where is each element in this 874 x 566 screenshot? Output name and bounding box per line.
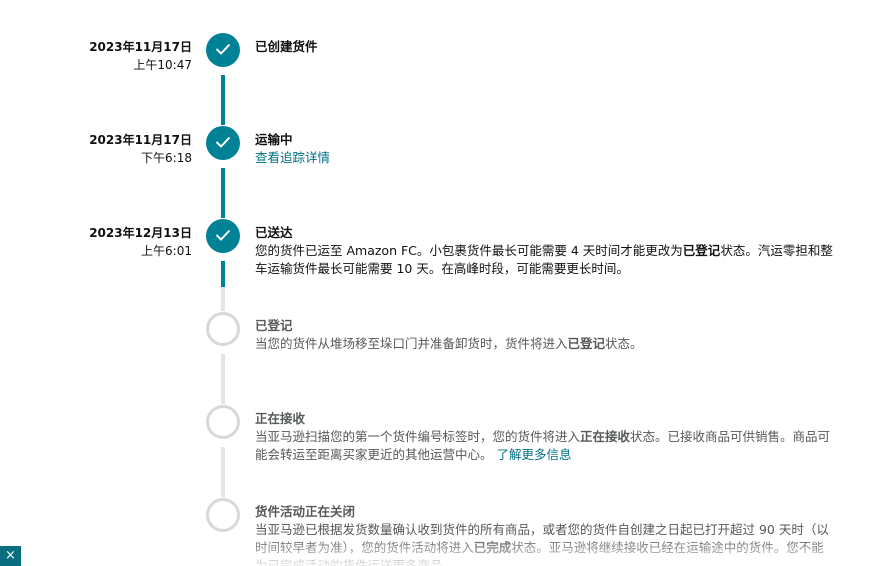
desc-text: 状态。 (605, 336, 643, 351)
desc-emphasis: 已登记 (682, 243, 721, 258)
pending-circle-icon (206, 498, 240, 532)
step-date: 2023年11月17日 (89, 40, 192, 54)
step-datetime: 2023年11月17日 上午10:47 (89, 38, 192, 74)
learn-more-link[interactable]: 了解更多信息 (496, 447, 572, 462)
timeline-connector (221, 447, 225, 497)
step-time: 下午6:18 (141, 151, 192, 165)
timeline-connector (221, 75, 225, 125)
desc-emphasis: 已完成 (473, 540, 512, 555)
desc-text: 当亚马逊扫描您的第一个货件编号标签时，您的货件将进入 (255, 429, 581, 444)
step-title: 货件活动正在关闭 (255, 504, 356, 519)
step-description: 当亚马逊已根据发货数量确认收到货件的所有商品，或者您的货件自创建之日起已打开超过… (255, 521, 835, 566)
timeline-connector (221, 354, 225, 404)
pending-circle-icon (206, 312, 240, 346)
step-title: 正在接收 (255, 411, 306, 426)
pending-circle-icon (206, 405, 240, 439)
step-datetime: 2023年12月13日 上午6:01 (89, 224, 192, 260)
timeline-connector (221, 261, 225, 287)
step-time: 上午6:01 (141, 244, 192, 258)
timeline-connector (221, 287, 225, 311)
step-description: 您的货件已运至 Amazon FC。小包裹货件最长可能需要 4 天时间才能更改为… (255, 242, 835, 278)
step-date: 2023年11月17日 (89, 133, 192, 147)
desc-text: 当您的货件从堆场移至垛口门并准备卸货时，货件将进入 (255, 336, 568, 351)
check-icon (206, 33, 240, 67)
step-title: 已登记 (255, 318, 293, 333)
step-title: 已送达 (255, 225, 293, 240)
close-button[interactable]: × (0, 546, 21, 566)
desc-emphasis: 已登记 (567, 336, 606, 351)
desc-text: 状态。已接收商品可供销售。商品可能会转运至距离买家更近的其他运营中心。 (255, 429, 831, 462)
step-title: 运输中 (255, 132, 293, 147)
view-tracking-link[interactable]: 查看追踪详情 (255, 150, 331, 165)
check-icon (206, 126, 240, 160)
step-title: 已创建货件 (255, 39, 318, 54)
step-description: 当您的货件从堆场移至垛口门并准备卸货时，货件将进入已登记状态。 (255, 335, 835, 353)
timeline-connector (221, 168, 225, 218)
step-time: 上午10:47 (133, 58, 192, 72)
check-icon (206, 219, 240, 253)
desc-text: 状态。汽运零担和整车运输货件最长可能需要 10 天。在高峰时段，可能需要更长时间… (255, 243, 833, 276)
step-datetime: 2023年11月17日 下午6:18 (89, 131, 192, 167)
desc-emphasis: 正在接收 (580, 429, 631, 444)
desc-text: 您的货件已运至 Amazon FC。小包裹货件最长可能需要 4 天时间才能更改为 (255, 243, 683, 258)
step-date: 2023年12月13日 (89, 226, 192, 240)
step-description: 当亚马逊扫描您的第一个货件编号标签时，您的货件将进入正在接收状态。已接收商品可供… (255, 428, 835, 464)
